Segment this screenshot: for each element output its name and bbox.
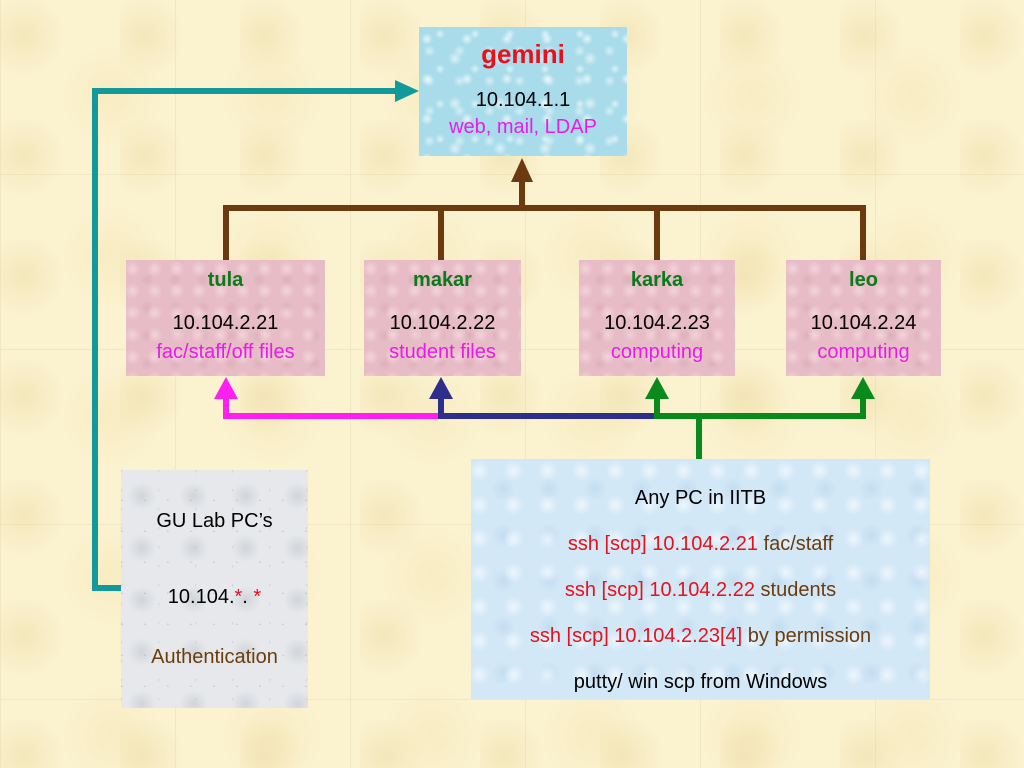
- addr-prefix: 10.104.: [167, 586, 235, 608]
- makar-arrowhead: [429, 377, 453, 399]
- magenta-connector: [223, 398, 441, 419]
- server-name: leo: [849, 269, 878, 291]
- ssh-command: ssh [scp] 10.104.2.22: [564, 579, 755, 601]
- gemini-arrowhead: [511, 158, 533, 182]
- server-box-makar: makar 10.104.2.22 student files: [364, 260, 521, 376]
- gemini-services: web, mail, LDAP: [449, 116, 597, 138]
- access-target: fac/staff: [763, 533, 834, 555]
- gemini-ip: 10.104.1.1: [475, 89, 571, 111]
- server-name: makar: [413, 269, 472, 291]
- server-role: fac/staff/off files: [156, 341, 295, 363]
- server-ip: 10.104.2.21: [172, 312, 279, 334]
- ssh-command: ssh [scp] 10.104.2.23[4]: [529, 625, 743, 647]
- gu-lab-auth: Authentication: [151, 646, 278, 668]
- server-ip: 10.104.2.23: [604, 312, 710, 334]
- access-line-permission: ssh [scp] 10.104.2.23[4] by permission: [471, 613, 930, 659]
- brown-tree-connector: [223, 180, 866, 260]
- server-ip: 10.104.2.24: [810, 312, 917, 334]
- gemini-name: gemini: [481, 39, 565, 69]
- access-line-students: ssh [scp] 10.104.2.22 students: [471, 567, 930, 613]
- server-role: computing: [817, 341, 910, 363]
- server-box-tula: tula 10.104.2.21 fac/staff/off files: [126, 260, 325, 376]
- tula-arrowhead: [214, 377, 238, 399]
- gu-lab-box: GU Lab PC’s 10.104.*. * Authentication: [121, 470, 308, 708]
- server-box-karka: karka 10.104.2.23 computing: [579, 260, 735, 376]
- addr-wildcard: *: [234, 586, 243, 608]
- addr-wildcard: *: [253, 586, 262, 608]
- server-name: tula: [207, 269, 244, 291]
- server-role: student files: [389, 341, 496, 363]
- gemini-server-box: gemini 10.104.1.1 web, mail, LDAP: [419, 27, 627, 156]
- teal-auth-connector: [92, 88, 397, 591]
- access-target: by permission: [747, 625, 872, 647]
- ssh-command: ssh [scp] 10.104.2.21: [567, 533, 758, 555]
- iitb-footer: putty/ win scp from Windows: [573, 671, 828, 693]
- karka-arrowhead: [645, 377, 669, 399]
- addr-dot: .: [242, 586, 254, 608]
- navy-connector: [438, 398, 657, 419]
- server-name: karka: [630, 269, 684, 291]
- access-line-fac-staff: ssh [scp] 10.104.2.21 fac/staff: [471, 521, 930, 567]
- gu-lab-address: 10.104.*. *: [121, 582, 308, 612]
- server-box-leo: leo 10.104.2.24 computing: [786, 260, 941, 376]
- access-target: students: [760, 579, 837, 601]
- iitb-heading: Any PC in IITB: [634, 487, 767, 509]
- iitb-pc-box: Any PC in IITB ssh [scp] 10.104.2.21 fac…: [471, 459, 930, 699]
- server-role: computing: [610, 341, 704, 363]
- server-ip: 10.104.2.22: [389, 312, 496, 334]
- leo-arrowhead: [851, 377, 875, 399]
- green-connector: [654, 398, 866, 459]
- teal-arrowhead: [395, 80, 419, 102]
- gu-lab-title: GU Lab PC’s: [156, 510, 273, 532]
